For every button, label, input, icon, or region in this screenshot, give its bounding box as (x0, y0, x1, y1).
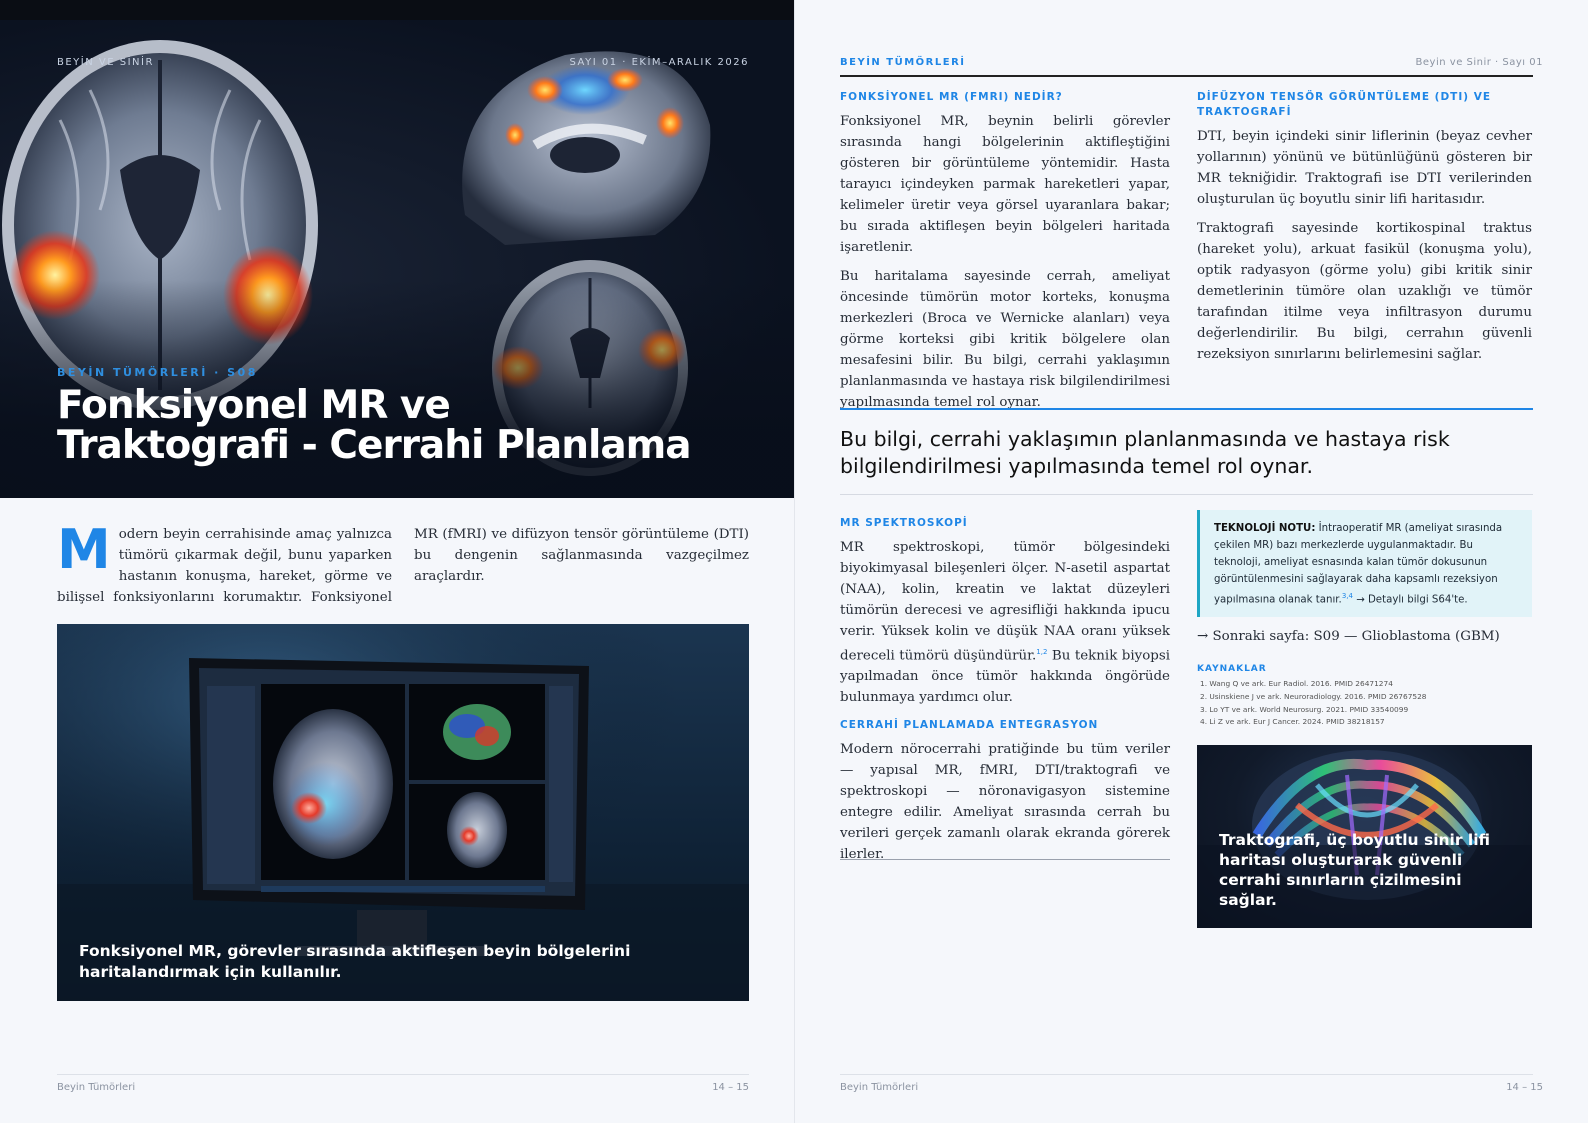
spectroscopy-paragraph: MR spektroskopi, tümör bölgesindeki biyo… (840, 537, 1170, 708)
pull-quote-rule (840, 408, 1533, 410)
running-head-left: BEYİN TÜMÖRLERİ (840, 57, 966, 68)
tractography-illustration (1197, 750, 1532, 928)
header-rule (840, 75, 1533, 77)
title-line-1: Fonksiyonel MR ve (57, 383, 451, 428)
hero-image: BEYİN VE SİNİR SAYI 01 · EKİM–ARALIK 202… (0, 0, 794, 498)
tractography-image: Traktografi, üç boyutlu sinir lifi harit… (1197, 745, 1532, 928)
footer-page-numbers: 14 – 15 (1506, 1082, 1543, 1093)
hero-top-bar (0, 0, 794, 20)
intro-text: odern beyin cerrahisinde amaç yalnızca t… (57, 527, 749, 605)
note-text: İntraoperatif MR (ameliyat sırasında çek… (1214, 523, 1503, 606)
section-label: BEYİN TÜMÖRLERİ · S08 (57, 366, 258, 379)
footer-rule (840, 1074, 1533, 1075)
sagittal-mri-scan (462, 51, 711, 246)
spectroscopy-section: MR SPEKTROSKOPİ MR spektroskopi, tümör b… (840, 516, 1170, 873)
pull-quote-bottom-rule (840, 494, 1533, 495)
dti-section: DİFÜZYON TENSÖR GÖRÜNTÜLEME (DTI) VE TRA… (1197, 90, 1532, 373)
article-title: Fonksiyonel MR ve Traktografi - Cerrahi … (57, 386, 757, 466)
reference-item: 2. Usinskiene J ve ark. Neuroradiology. … (1200, 691, 1427, 701)
citation-3-4: 3,4 (1341, 592, 1353, 600)
reference-item: 3. Lo YT ve ark. World Neurosurg. 2021. … (1200, 704, 1409, 714)
fmri-paragraph-2: Bu haritalama sayesinde cerrah, ameliyat… (840, 269, 1170, 410)
footer-page-numbers: 14 – 15 (712, 1082, 749, 1093)
pull-quote: Bu bilgi, cerrahi yaklaşımın planlanması… (840, 427, 1450, 478)
tractography-caption: Traktografi, üç boyutlu sinir lifi harit… (1219, 831, 1491, 909)
column-end-rule (840, 859, 1170, 860)
running-head-right: SAYI 01 · EKİM–ARALIK 2026 (569, 57, 749, 68)
note-link[interactable]: → Detaylı bilgi S64'te. (1352, 594, 1468, 606)
citation-1-2: 1,2 (1036, 648, 1048, 656)
dti-paragraph-1: DTI, beyin içindeki sinir liflerinin (be… (1197, 129, 1532, 207)
right-page: BEYİN TÜMÖRLERİ Beyin ve Sinir · Sayı 01… (794, 0, 1588, 1123)
references-list: 1. Wang Q ve ark. Eur Radiol. 2016. PMID… (1200, 678, 1427, 729)
spectroscopy-text-end: Bu teknik biyopsi yapılmadan önce tümör … (840, 648, 1170, 706)
footer-section: Beyin Tümörleri (840, 1082, 919, 1093)
running-head-right: Beyin ve Sinir · Sayı 01 (1415, 57, 1543, 68)
fmri-section: FONKSİYONEL MR (FMRI) NEDİR? Fonksiyonel… (840, 90, 1170, 421)
title-line-2: Traktografi - Cerrahi Planlama (57, 423, 692, 468)
footer-section: Beyin Tümörleri (57, 1082, 136, 1093)
fmri-paragraph-1: Fonksiyonel MR, beynin belirli görevler … (840, 114, 1170, 255)
dti-heading: DİFÜZYON TENSÖR GÖRÜNTÜLEME (DTI) VE TRA… (1197, 91, 1491, 118)
footer-rule (57, 1074, 749, 1075)
note-label: TEKNOLOJİ NOTU: (1214, 523, 1316, 534)
fmri-heading: FONKSİYONEL MR (FMRI) NEDİR? (840, 91, 1063, 103)
integration-heading: CERRAHİ PLANLAMADA ENTEGRASYON (840, 719, 1099, 732)
monitor-illustration (57, 624, 749, 1001)
next-page-link[interactable]: → Sonraki sayfa: S09 — Glioblastoma (GBM… (1197, 629, 1500, 644)
dti-paragraph-2: Traktografi sayesinde kortikospinal trak… (1197, 221, 1532, 362)
spectroscopy-heading: MR SPEKTROSKOPİ (840, 517, 968, 529)
photo-caption: Fonksiyonel MR, görevler sırasında aktif… (79, 942, 631, 981)
reference-item: 1. Wang Q ve ark. Eur Radiol. 2016. PMID… (1200, 679, 1393, 688)
navigation-monitor-photo: Fonksiyonel MR, görevler sırasında aktif… (57, 624, 749, 1001)
running-head-left: BEYİN VE SİNİR (57, 57, 154, 68)
hero-gradient (0, 280, 794, 498)
references-heading: KAYNAKLAR (1197, 664, 1267, 674)
left-page: BEYİN VE SİNİR SAYI 01 · EKİM–ARALIK 202… (0, 0, 794, 1093)
technology-note: TEKNOLOJİ NOTU: İntraoperatif MR (ameliy… (1197, 510, 1532, 617)
integration-paragraph: Modern nörocerrahi pratiğinde bu tüm ver… (840, 742, 1170, 863)
spectroscopy-text: MR spektroskopi, tümör bölgesindeki biyo… (840, 540, 1170, 664)
reference-item: 4. Li Z ve ark. Eur J Cancer. 2024. PMID… (1200, 717, 1385, 727)
drop-cap: M (57, 518, 111, 581)
